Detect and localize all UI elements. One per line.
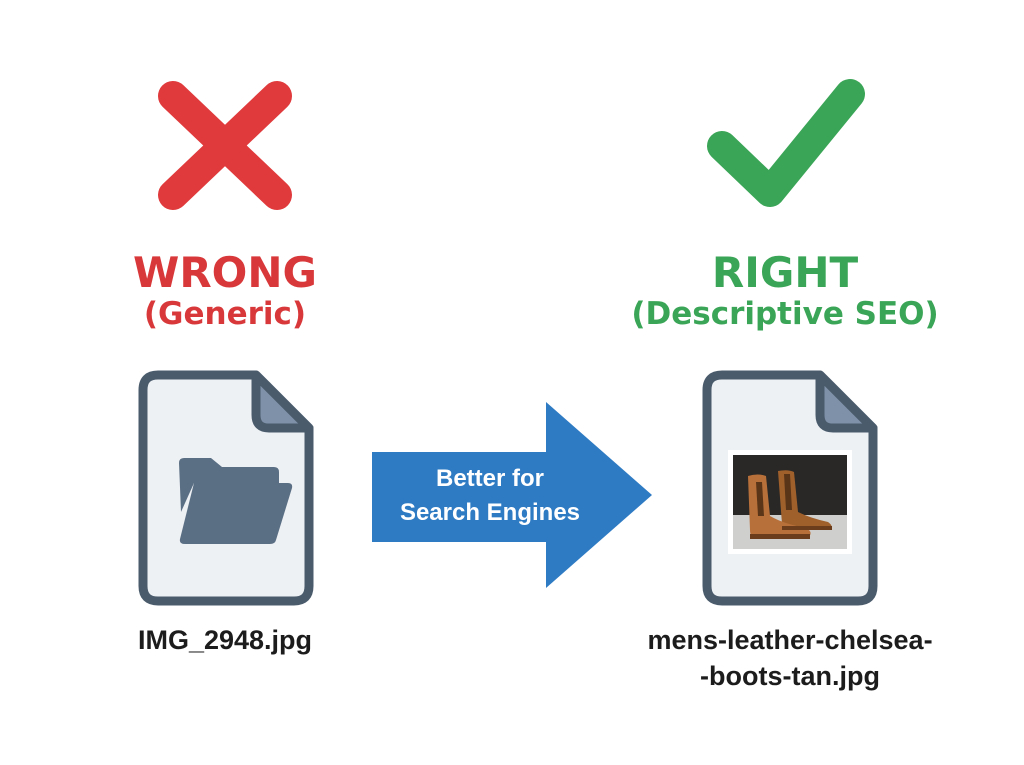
generic-filename: IMG_2948.jpg <box>137 625 313 655</box>
descriptive-filename: mens-leather-chelsea- -boots-tan.jpg <box>620 622 960 694</box>
wrong-subtitle: (Generic) <box>143 296 307 332</box>
x-mark-icon <box>158 81 292 210</box>
arrow-label-line2: Search Engines <box>399 499 581 526</box>
descriptive-filename-line2: -boots-tan.jpg <box>700 661 880 691</box>
arrow-right-icon <box>372 402 652 588</box>
boots-photo-thumbnail <box>728 450 852 554</box>
descriptive-file-icon <box>702 370 878 606</box>
generic-file-icon <box>138 370 314 606</box>
arrow-label-line1: Better for <box>435 465 544 492</box>
folder-icon <box>179 458 293 544</box>
arrow-label: Better for Search Engines <box>374 462 606 530</box>
descriptive-filename-line1: mens-leather-chelsea- <box>647 625 933 655</box>
wrong-title: WRONG <box>133 248 317 297</box>
right-subtitle: (Descriptive SEO) <box>631 296 939 332</box>
check-mark-icon <box>707 79 865 207</box>
right-title: RIGHT <box>711 248 859 297</box>
